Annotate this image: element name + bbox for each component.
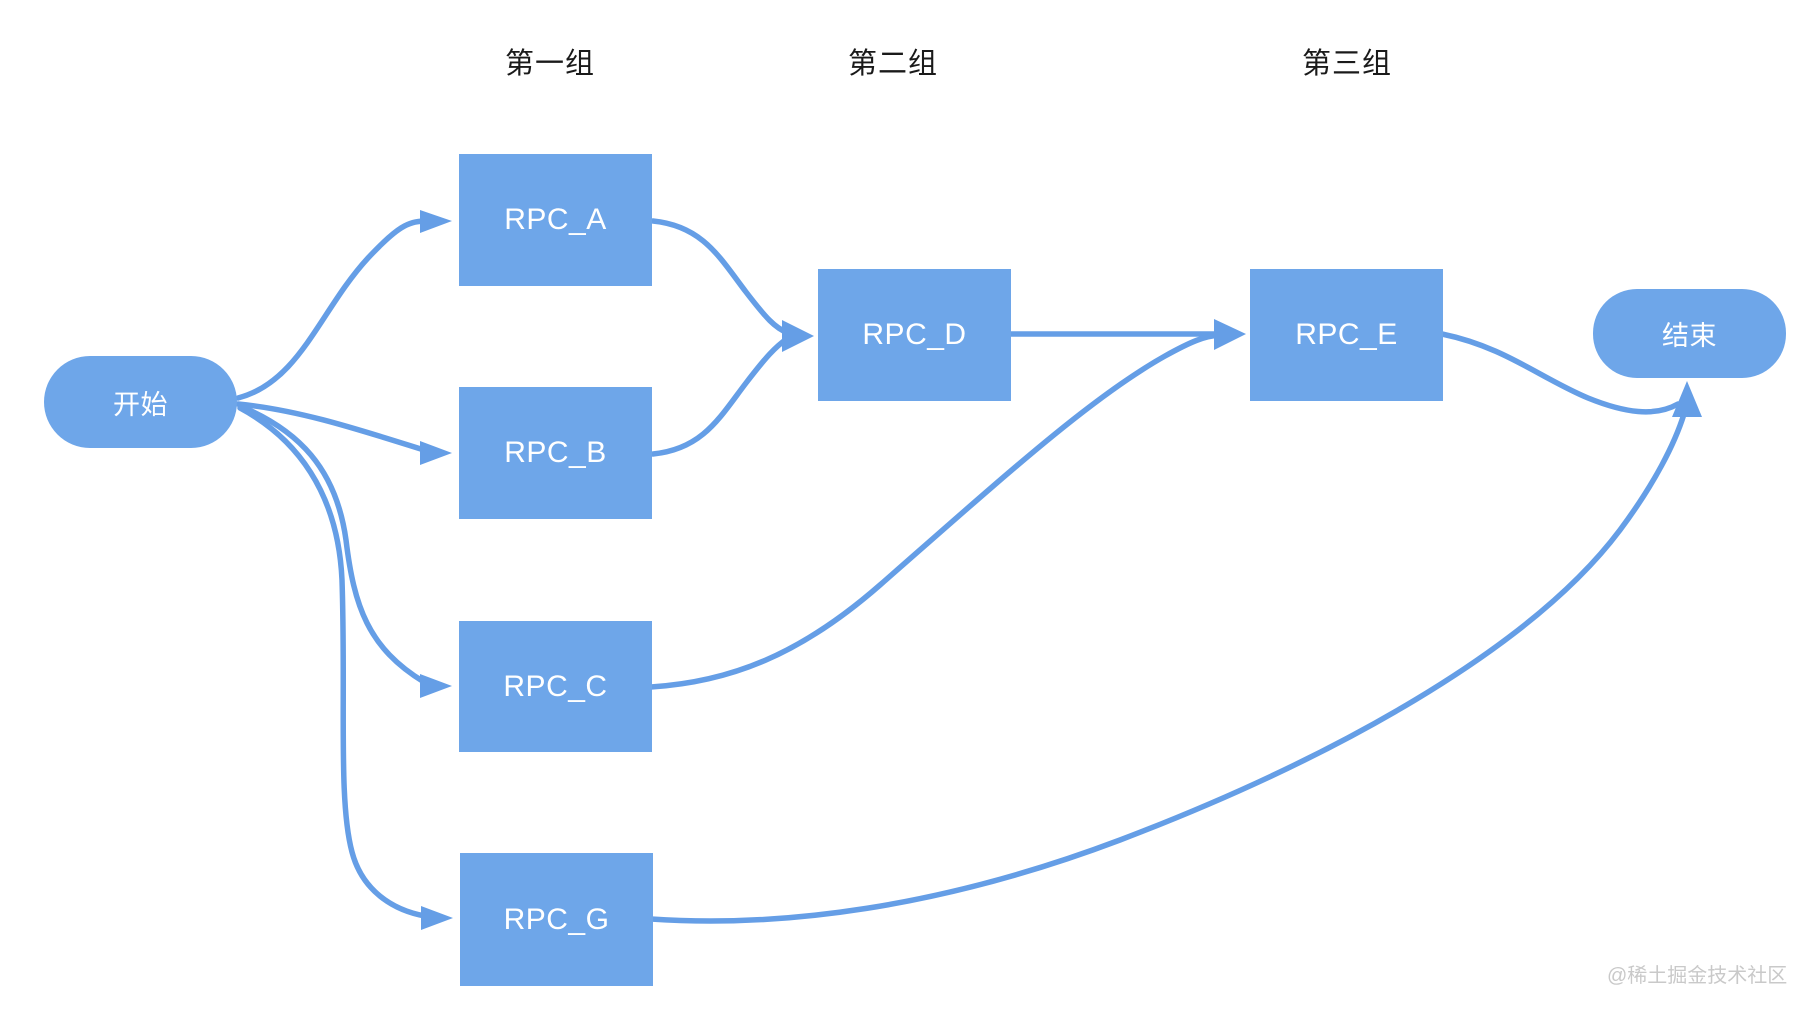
node-start-label: 开始 <box>113 389 168 420</box>
node-rpc-b: RPC_B <box>459 387 652 519</box>
edge-rpc-c-rpc-e <box>648 332 1223 690</box>
node-rpc-c-label: RPC_C <box>503 669 608 703</box>
edge-rpc-g-end <box>648 411 1687 924</box>
arrowhead-rpc-a <box>420 210 452 233</box>
edge-rpc-b-rpc-d <box>650 335 791 457</box>
watermark: @稀土掘金技术社区 <box>1607 965 1788 987</box>
node-rpc-c: RPC_C <box>459 621 652 752</box>
arrowhead-rpc-c <box>420 674 452 698</box>
node-end: 结束 <box>1593 289 1786 378</box>
edge-rpc-e-end <box>1439 331 1681 415</box>
edge-start-rpc-b <box>235 401 427 453</box>
node-rpc-a: RPC_A <box>459 154 652 286</box>
edge-rpc-a-rpc-d <box>650 218 791 336</box>
node-rpc-d-label: RPC_D <box>862 318 967 351</box>
group-header-1: 第一组 <box>504 48 596 80</box>
arrowhead-end <box>1672 381 1702 417</box>
node-end-label: 结束 <box>1662 321 1717 351</box>
node-rpc-e-label: RPC_E <box>1295 318 1398 351</box>
arrowhead-rpc-d <box>782 320 814 352</box>
node-rpc-g: RPC_G <box>460 853 653 986</box>
edge-start-rpc-a <box>235 218 427 401</box>
group-header-2: 第二组 <box>847 48 939 80</box>
node-rpc-a-label: RPC_A <box>504 203 607 236</box>
arrowhead-rpc-e <box>1214 319 1246 350</box>
arrowhead-rpc-g <box>421 906 453 930</box>
group-header-3: 第三组 <box>1301 48 1393 80</box>
edge-start-rpc-g <box>237 405 428 919</box>
node-rpc-g-label: RPC_G <box>503 902 610 936</box>
arrowhead-rpc-b <box>420 441 452 465</box>
edge-start-rpc-c <box>237 403 427 685</box>
node-start: 开始 <box>44 356 237 448</box>
node-rpc-b-label: RPC_B <box>504 436 607 469</box>
node-rpc-e: RPC_E <box>1250 269 1443 401</box>
node-rpc-d: RPC_D <box>818 269 1011 401</box>
